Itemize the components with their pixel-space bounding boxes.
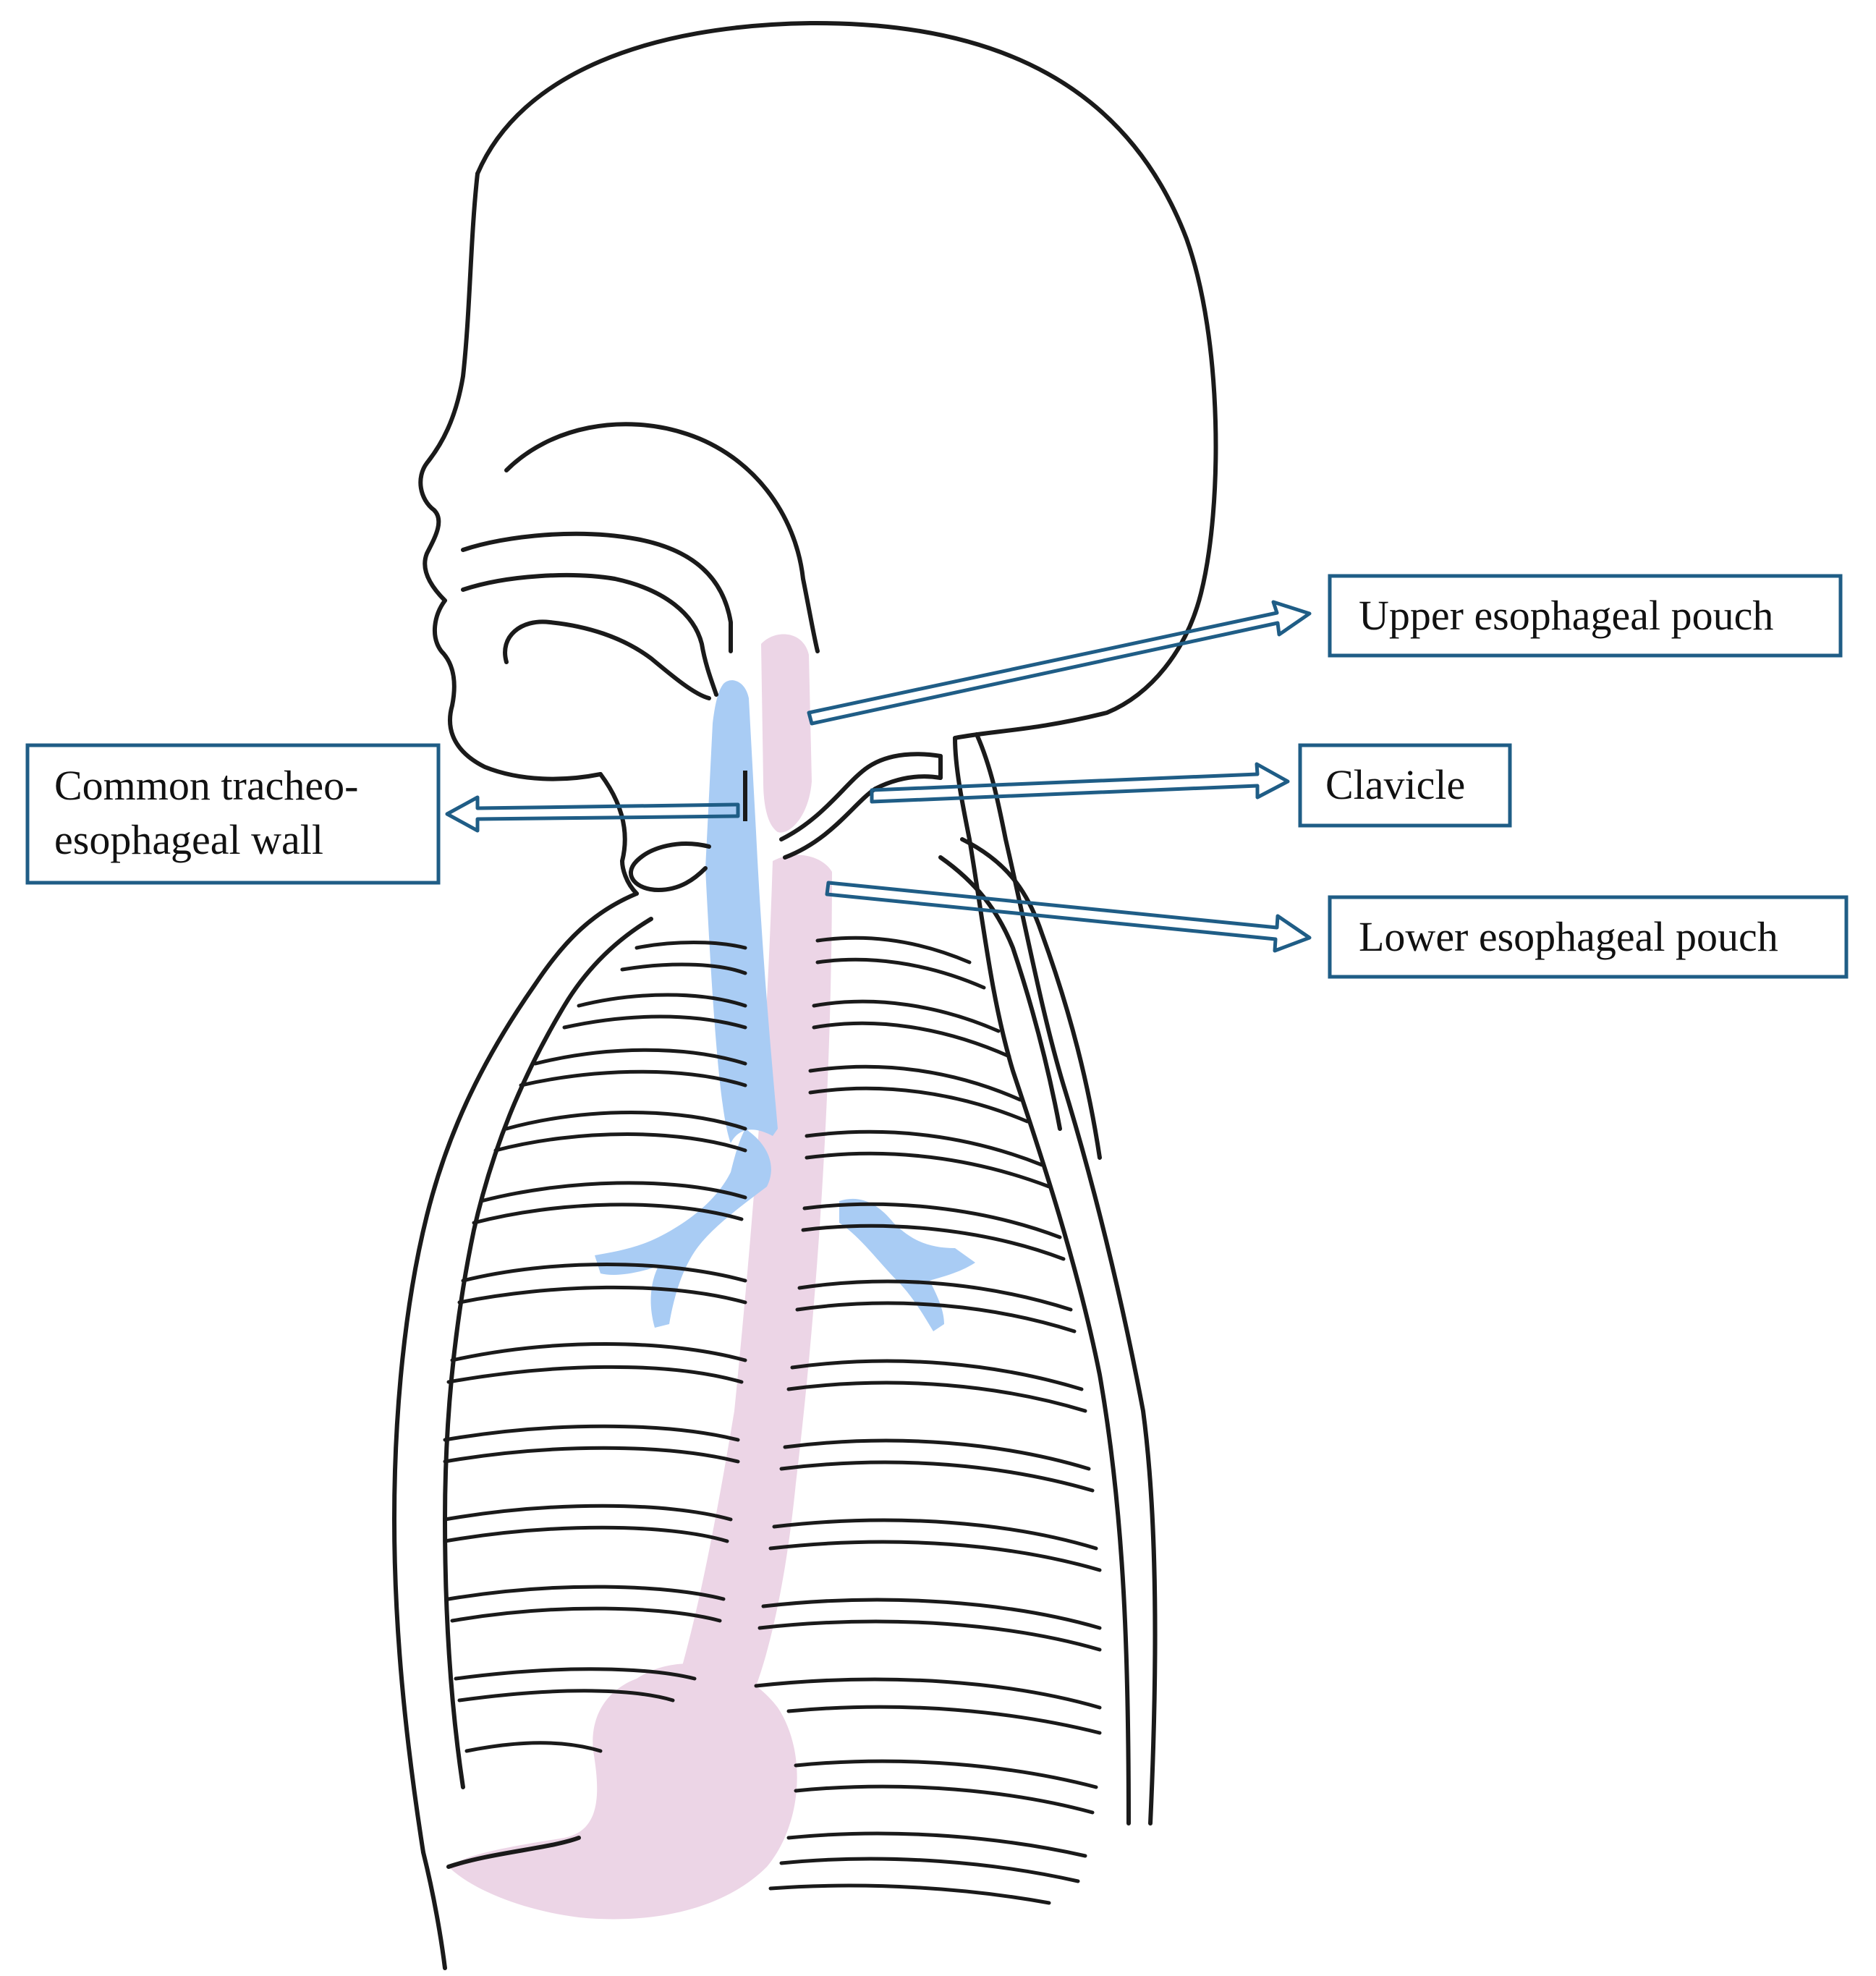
lower-pouch-box [1328, 895, 1849, 979]
rib-right-13 [786, 1831, 1087, 1858]
rib-right-6 [797, 1279, 1073, 1312]
tongue-outline [461, 531, 733, 653]
rib-right-3b [808, 1086, 1030, 1124]
rib-left-3 [533, 1048, 747, 1066]
upper-esophageal-pouch-shape [761, 634, 812, 833]
rib-left-3b [519, 1069, 747, 1087]
rib-right-5 [802, 1202, 1062, 1239]
trachea-shape [705, 680, 778, 1143]
rib-left-4 [504, 1111, 747, 1131]
rib-right-11 [754, 1677, 1102, 1710]
rib-right-10 [761, 1598, 1102, 1630]
common-wall-text-line1: Common tracheo- [54, 762, 358, 809]
rib-right-1 [815, 936, 972, 964]
upper-pouch-text: Upper esophageal pouch [1359, 592, 1773, 639]
head-outline [475, 20, 1218, 740]
arrow-upper-pouch [807, 600, 1312, 726]
rib-left-11b [457, 1689, 675, 1703]
rib-left-6 [461, 1263, 747, 1283]
tongue-lower-outline [461, 573, 718, 697]
stomach-outline-left [446, 1836, 581, 1869]
rib-left-9 [443, 1504, 733, 1522]
upper-pouch-box [1328, 574, 1843, 658]
rib-right-12b [794, 1784, 1095, 1815]
rib-left-10 [446, 1585, 726, 1601]
rib-right-4 [805, 1129, 1044, 1167]
rib-right-9b [768, 1540, 1102, 1572]
ribcage [392, 837, 1102, 1970]
neck-back-outline [953, 736, 1131, 1826]
arrow-clavicle [870, 762, 1290, 804]
rib-left-11 [454, 1667, 697, 1681]
neck-back-inner [975, 732, 1158, 1826]
rib-left-9b [443, 1525, 729, 1543]
rib-left-12 [464, 1741, 603, 1753]
clavicle-outline-upper [779, 752, 943, 841]
label-lower-esophageal-pouch: Lower esophageal pouch [825, 881, 1849, 979]
stomach-shape [449, 1663, 797, 1920]
rib-right-3 [808, 1064, 1022, 1102]
arrow-common-wall [445, 795, 740, 833]
rib-right-10b [757, 1619, 1102, 1652]
rib-left-5 [479, 1181, 747, 1203]
left-torso-outline [392, 891, 639, 1854]
label-common-wall: Common tracheo- esophageal wall [25, 743, 747, 885]
waist-outline-bottom [421, 1850, 447, 1970]
rib-right-14 [768, 1883, 1051, 1905]
trachea [595, 680, 975, 1331]
rib-right-4b [805, 1151, 1051, 1189]
rib-left-1b [620, 962, 747, 975]
right-bronchus-shape [839, 1198, 975, 1331]
right-torso-outline [960, 837, 1102, 1160]
rib-left-7b [446, 1365, 744, 1384]
rib-right-1b [815, 957, 986, 990]
esophagus [449, 634, 832, 1920]
rib-left-7 [450, 1342, 747, 1362]
left-bronchus-shape [595, 1129, 771, 1328]
lower-lip-curve [503, 619, 711, 700]
label-clavicle: Clavicle [870, 743, 1512, 828]
rib-left-8 [443, 1424, 740, 1442]
rib-right-2 [812, 999, 1001, 1033]
rib-right-5b [801, 1224, 1066, 1261]
rib-right-7 [790, 1359, 1084, 1391]
rib-right-7b [786, 1381, 1087, 1413]
rib-left-2 [577, 993, 747, 1008]
neck-front-outline [620, 859, 639, 896]
rib-right-11b [786, 1705, 1102, 1735]
rib-left-10b [450, 1606, 722, 1623]
clavicle-text: Clavicle [1325, 761, 1465, 808]
rib-left-1 [634, 941, 747, 950]
rib-right-12 [794, 1759, 1098, 1789]
left-torso-inner [443, 917, 653, 1789]
rib-right-6b [795, 1301, 1077, 1333]
common-wall-text-line2: esophageal wall [54, 816, 323, 863]
face-profile [418, 171, 603, 781]
lower-pouch-text: Lower esophageal pouch [1359, 913, 1778, 960]
left-clavicle-outline [629, 841, 711, 892]
rib-left-6b [457, 1285, 747, 1305]
common-wall-box [25, 743, 441, 885]
rib-right-8 [783, 1438, 1091, 1471]
oral-cavity-outline [504, 422, 820, 653]
clavicle-box [1298, 743, 1512, 828]
rib-left-5b [472, 1203, 744, 1225]
rib-right-8b [779, 1460, 1095, 1493]
rib-right-2b [812, 1021, 1011, 1059]
arrow-lower-pouch [825, 881, 1312, 953]
rib-right-9 [772, 1518, 1098, 1551]
rib-left-2b [562, 1014, 747, 1030]
lower-esophageal-pouch-shape [676, 855, 832, 1686]
rib-left-8b [443, 1446, 740, 1464]
rib-left-4b [493, 1132, 747, 1153]
label-upper-esophageal-pouch: Upper esophageal pouch [807, 574, 1843, 726]
right-torso-inner [938, 855, 1062, 1131]
rib-right-13b [779, 1857, 1080, 1883]
body-outline [418, 20, 1218, 1826]
